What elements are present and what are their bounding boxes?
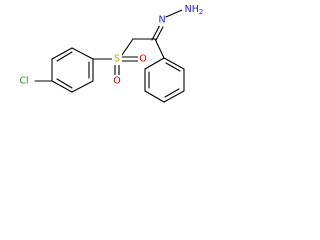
- phenyl-ring: [144, 57, 185, 103]
- cl-label-bg: [14, 75, 34, 87]
- ring-a-bond: [51, 47, 73, 60]
- nitrogen-amine-bond: [165, 9, 183, 18]
- amine-group-label: NH2: [185, 4, 204, 17]
- oxygen-right-label-bg: [138, 53, 148, 65]
- ring-b-inner-double-bond: [165, 62, 181, 72]
- carbon-to-phenyl-bond: [154, 38, 165, 59]
- oxygen-lower-atom-label: O: [113, 76, 120, 87]
- carbon-nitrogen-double-bond: [155, 26, 164, 41]
- chemical-structure: Cl S O O N NH2: [14, 2, 206, 103]
- ring-b-bond: [163, 90, 185, 103]
- ring-a-bond: [71, 80, 94, 93]
- sulfur-to-ch2-bond: [121, 38, 134, 56]
- ring-b-bond: [144, 57, 165, 70]
- chlorine-atom-label: Cl: [19, 76, 28, 87]
- ring-a-inner-double-bond: [56, 51, 73, 62]
- sulfur-atom-label: S: [114, 54, 120, 65]
- ring-a-inner-double-bond: [56, 78, 73, 89]
- oxygen-lower-label-bg: [112, 75, 122, 87]
- ring-b-bond: [144, 90, 165, 103]
- oxygen-right-atom-label: O: [139, 54, 146, 65]
- ring-a-bond: [51, 80, 73, 93]
- chlorophenyl-ring: [51, 47, 94, 93]
- ring-a-bond: [71, 47, 94, 60]
- ring-b-inner-double-bond: [164, 88, 180, 98]
- ring-b-bond: [163, 57, 185, 70]
- nh2-label-bg: [182, 2, 206, 15]
- nitrogen-label-bg: [157, 14, 167, 26]
- sulfur-label-bg: [112, 53, 122, 65]
- nitrogen-atom-label: N: [158, 15, 165, 26]
- carbon-nitrogen-double-bond: [151, 24, 161, 41]
